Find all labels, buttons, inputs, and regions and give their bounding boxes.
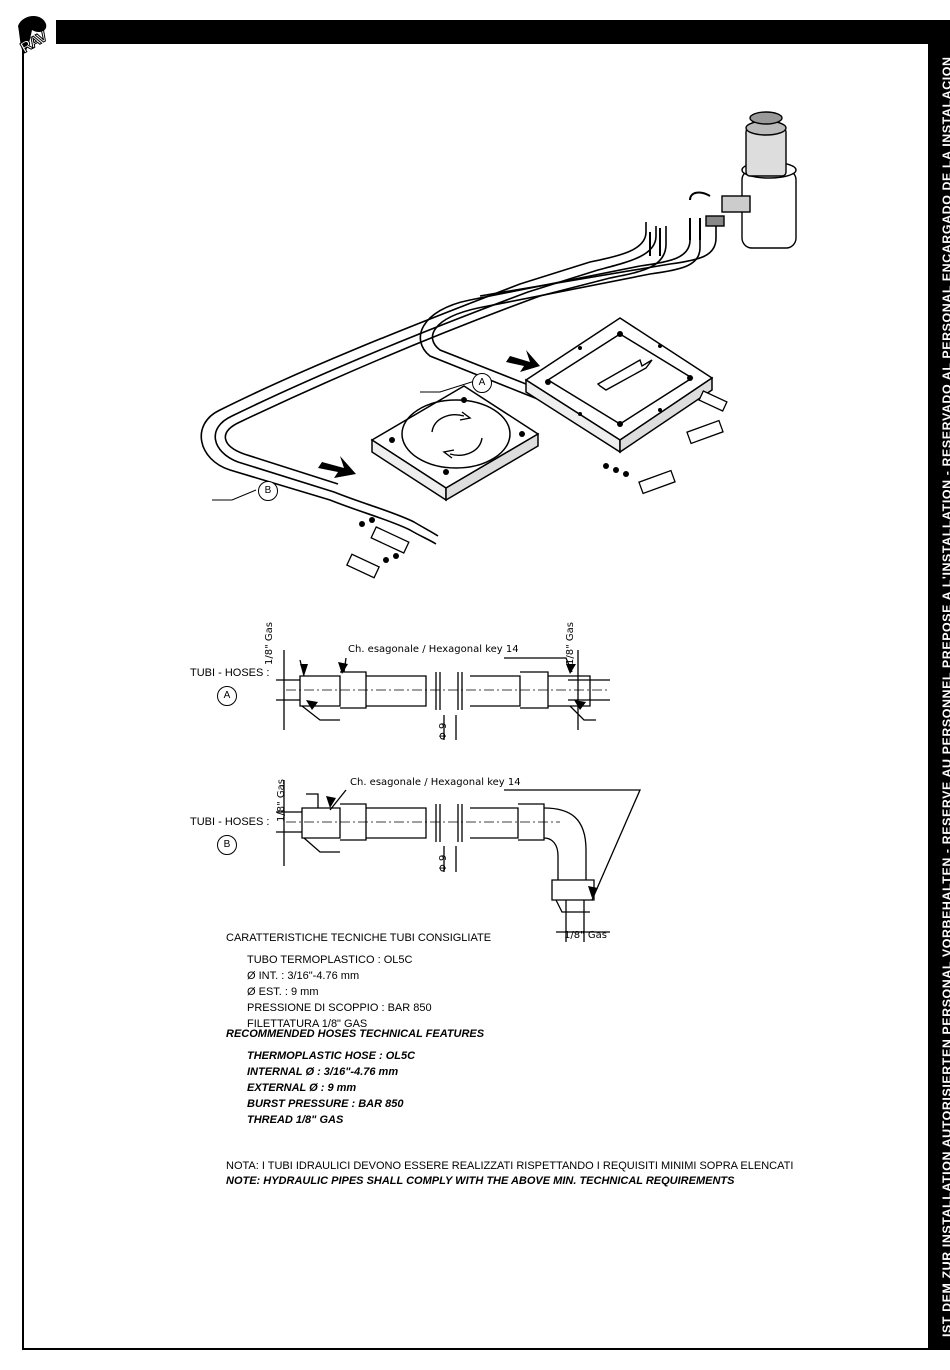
header-bar [56,20,928,44]
specs-italian-title: CARATTERISTICHE TECNICHE TUBI CONSIGLIAT… [226,932,492,944]
hose-a-title: TUBI - HOSES : [190,667,270,679]
specs-english-line: THERMOPLASTIC HOSE : OL5C [247,1050,416,1062]
specs-italian-list: TUBO TERMOPLASTICO : OL5C Ø INT. : 3/16"… [247,952,432,1032]
hose-b-key-label: Ch. esagonale / Hexagonal key 14 [350,777,521,788]
specs-english-line: THREAD 1/8" GAS [247,1114,344,1126]
note-english: NOTE: HYDRAULIC PIPES SHALL COMPLY WITH … [226,1175,735,1187]
brand-logo-icon [18,15,47,54]
specs-english-list: THERMOPLASTIC HOSE : OL5C INTERNAL Ø : 3… [247,1048,415,1128]
frame-bottom-border [22,1348,930,1350]
specs-italian-line: Ø INT. : 3/16"-4.76 mm [247,970,360,982]
hose-b-gas-bottom: 1/8" Gas [564,930,607,941]
specs-italian-line: PRESSIONE DI SCOPPIO : BAR 850 [247,1002,432,1014]
hose-b-letter: B [217,835,237,855]
specs-english: RECOMMENDED HOSES TECHNICAL FEATURES [226,1026,484,1042]
specs-italian-line: Ø EST. : 9 mm [247,986,319,998]
specs-english-line: BURST PRESSURE : BAR 850 [247,1098,404,1110]
side-bar [928,20,950,1350]
specs-english-title: RECOMMENDED HOSES TECHNICAL FEATURES [226,1028,485,1040]
specs-italian-line: TUBO TERMOPLASTICO : OL5C [247,954,413,966]
note-italian: NOTA: I TUBI IDRAULICI DEVONO ESSERE REA… [226,1160,794,1172]
specs-italian: CARATTERISTICHE TECNICHE TUBI CONSIGLIAT… [226,930,491,946]
specs-english-line: INTERNAL Ø : 3/16"-4.76 mm [247,1066,399,1078]
hose-b-title: TUBI - HOSES : [190,816,270,828]
hose-a-key-label: Ch. esagonale / Hexagonal key 14 [348,644,519,655]
specs-italian-line: FILETTATURA 1/8" GAS [247,1018,368,1030]
hose-b-gas-left: 1/8" Gas [276,779,287,822]
hose-a-marker: A [472,373,492,393]
frame-left-border [22,20,24,1350]
specs-english-line: EXTERNAL Ø : 9 mm [247,1082,357,1094]
hose-b-diameter: Φ 9 [438,854,449,872]
hose-a-letter: A [217,686,237,706]
hose-b-marker: B [258,481,278,501]
